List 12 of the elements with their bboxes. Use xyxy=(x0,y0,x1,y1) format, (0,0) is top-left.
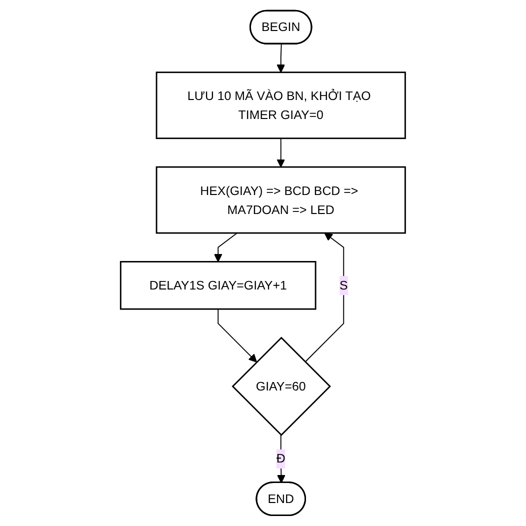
edge-label: Đ xyxy=(276,451,286,466)
node-diamond: GIAY=60 xyxy=(232,336,332,436)
arrow xyxy=(276,44,286,73)
arrow xyxy=(304,232,344,363)
node-box: LƯU 10 MÃ VÀO BN, KHỞI TẠO TIMER GIAY=0 xyxy=(156,72,406,140)
arrow xyxy=(277,434,286,484)
node-box: HEX(GIAY) => BCD BCD => MA7DOAN => LED xyxy=(156,166,406,234)
arrow xyxy=(214,232,238,262)
edge-label: S xyxy=(340,278,348,292)
arrow xyxy=(218,308,258,362)
arrow xyxy=(276,138,286,168)
node-box: DELAY1S GIAY=GIAY+1 xyxy=(120,261,316,310)
